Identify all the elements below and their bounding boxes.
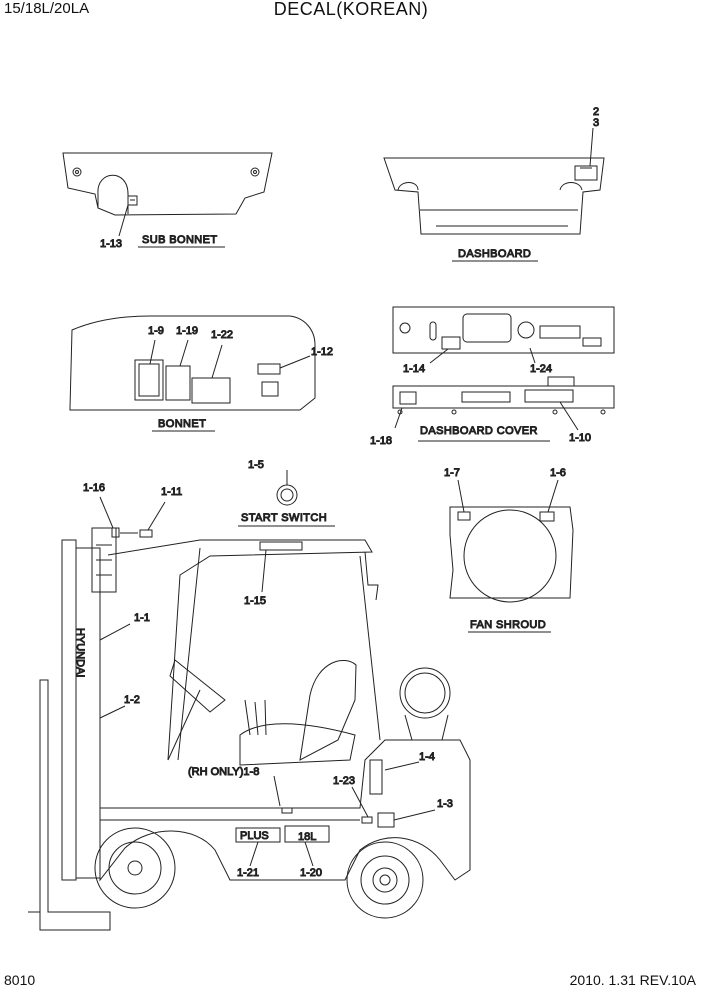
fan-shroud-caption: FAN SHROUD (470, 619, 546, 631)
callout-1-6: 1-6 (550, 467, 566, 479)
callout-1-9: 1-9 (148, 325, 164, 337)
callout-1-3: 1-3 (437, 798, 453, 810)
page-title: DECAL(KOREAN) (273, 0, 429, 19)
callout-1-1: 1-1 (134, 612, 150, 624)
bonnet-caption: BONNET (158, 418, 206, 430)
callout-1-21: 1-21 (237, 867, 259, 879)
sub-bonnet-view (62, 152, 273, 248)
callout-3: 3 (593, 117, 599, 129)
callout-1-20: 1-20 (300, 867, 322, 879)
forklift-side-view (28, 496, 471, 931)
callout-1-7: 1-7 (444, 467, 460, 479)
callout-1-18: 1-18 (370, 435, 392, 447)
dashboard-view (383, 127, 605, 262)
model-number: 15/18L/20LA (4, 0, 90, 17)
sub-bonnet-caption: SUB BONNET (142, 234, 218, 246)
page-number: 8010 (4, 972, 36, 988)
dashboard-panel-view (392, 306, 615, 364)
revision-stamp: 2010. 1.31 REV.10A (569, 972, 696, 988)
callout-1-23: 1-23 (333, 775, 355, 787)
dashboard-cover-caption: DASHBOARD COVER (420, 425, 538, 437)
start-switch-caption: START SWITCH (241, 512, 327, 524)
dashboard-cover-view (392, 376, 615, 442)
start-switch-view (238, 470, 335, 527)
bonnet-view (69, 315, 316, 432)
callout-1-14: 1-14 (403, 363, 425, 375)
mast-brand-decal: HYUNDAI (74, 628, 86, 678)
callout-1-5: 1-5 (248, 459, 264, 471)
callout-1-13: 1-13 (100, 238, 122, 250)
side-model-decal: 18L (298, 831, 316, 843)
callout-1-16: 1-16 (83, 482, 105, 494)
callout-1-19: 1-19 (176, 325, 198, 337)
side-brand-decal: PLUS (240, 830, 269, 842)
callout-1-11: 1-11 (161, 486, 182, 498)
callout-1-15: 1-15 (244, 595, 266, 607)
callout-1-22: 1-22 (211, 329, 233, 341)
callout-1-12: 1-12 (311, 346, 333, 358)
callout-1-2: 1-2 (124, 694, 140, 706)
callout-1-24: 1-24 (530, 363, 552, 375)
callout-1-10: 1-10 (569, 432, 591, 444)
fan-shroud-view (449, 479, 574, 633)
callout-2: 2 (593, 106, 599, 118)
callout-1-4: 1-4 (419, 751, 435, 763)
callout-1-8: (RH ONLY)1-8 (188, 766, 259, 778)
dashboard-caption: DASHBOARD (458, 248, 531, 260)
